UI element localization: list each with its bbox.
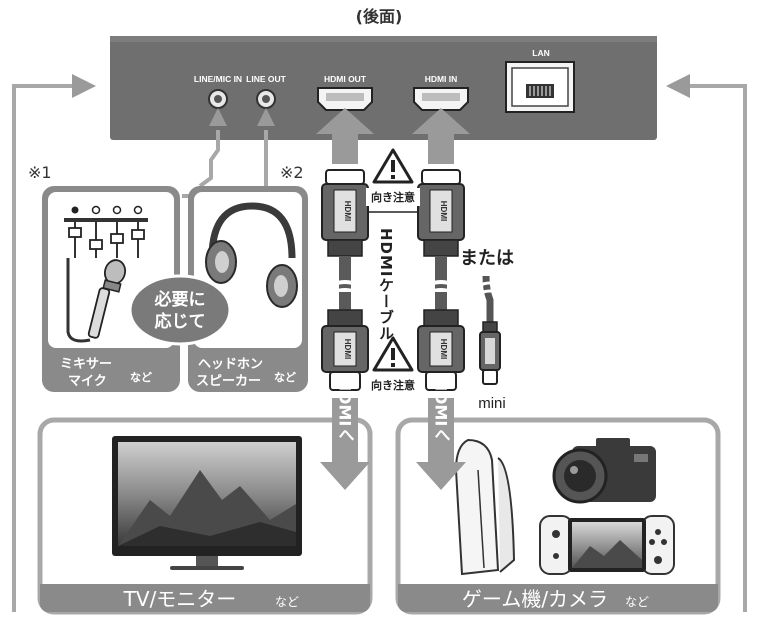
- caution-bottom: 向き注意: [366, 336, 420, 394]
- note-marker-1: ※1: [28, 163, 52, 182]
- hdmi-down-arrow-game: HDMIへ: [416, 378, 466, 490]
- lan-port: [505, 61, 575, 113]
- tv-icon: [112, 436, 302, 570]
- line-mic-in-jack: [208, 89, 228, 109]
- headphones-icon: [205, 202, 298, 308]
- tv-panel-label: TV/モニター: [123, 587, 237, 611]
- right-top-plug-tag: HDMI: [439, 201, 448, 221]
- headphone-speaker-card: ヘッドホン スピーカー など: [188, 186, 308, 392]
- right-bottom-plug-tag: HDMI: [439, 339, 448, 359]
- device-rear-panel: LINE/MIC IN LINE OUT HDMI OUT HDMI IN LA…: [110, 36, 657, 140]
- line-out-jack: [256, 89, 276, 109]
- port-label-line-out: LINE OUT: [246, 74, 286, 84]
- rear-view-title: (後面): [356, 7, 403, 26]
- left-loop-arrowhead: [72, 74, 96, 98]
- line-out-arrowhead: [257, 108, 275, 126]
- game-console-icon: [454, 438, 516, 576]
- note-marker-2: ※2: [280, 163, 304, 182]
- port-label-lan: LAN: [532, 48, 549, 58]
- mic-in-arrowhead: [209, 108, 227, 126]
- hdmi-in-up-arrow: [412, 108, 470, 164]
- mini-hdmi-cable: [477, 275, 503, 385]
- game-arrow-label: HDMIへ: [432, 378, 451, 443]
- outer-loop-lines: [12, 84, 747, 612]
- game-panel-label: ゲーム機/カメラ: [462, 587, 608, 611]
- left-top-plug-tag: HDMI: [343, 201, 352, 221]
- caution-top-label: 向き注意: [371, 190, 415, 204]
- port-label-line-mic-in: LINE/MIC IN: [194, 74, 242, 84]
- hdmi-cable-right: HDMI HDMI: [417, 169, 465, 391]
- mixer-card-suffix: など: [130, 371, 152, 384]
- mixer-card-label-line1: ミキサー: [60, 357, 112, 372]
- caution-bottom-label: 向き注意: [371, 378, 415, 392]
- headphone-card-label-line1: ヘッドホン: [198, 357, 263, 372]
- hdmi-out-port: [317, 87, 373, 111]
- game-camera-panel: ゲーム機/カメラ など: [395, 417, 721, 615]
- hdmi-out-up-arrow: [316, 108, 374, 164]
- mic-in-cable: [198, 130, 220, 188]
- tv-panel-suffix: など: [275, 595, 299, 609]
- port-label-hdmi-out: HDMI OUT: [324, 74, 367, 84]
- hdmi-cable-left: HDMI HDMI: [321, 169, 369, 391]
- tv-arrow-label: HDMIへ: [336, 378, 355, 443]
- left-bottom-plug-tag: HDMI: [343, 339, 352, 359]
- bubble-line1: 必要に: [154, 289, 206, 310]
- game-panel-suffix: など: [625, 595, 649, 609]
- mixer-card-label-line2: マイク: [68, 374, 107, 389]
- port-label-hdmi-in: HDMI IN: [425, 74, 458, 84]
- camera-icon: [552, 438, 656, 504]
- right-loop-arrowhead: [666, 74, 690, 98]
- or-label: または: [460, 248, 514, 269]
- microphone-icon: [87, 259, 127, 339]
- bubble-line2: 応じて: [155, 311, 206, 332]
- handheld-console-icon: [539, 515, 675, 575]
- as-needed-bubble: 必要に 応じて: [128, 274, 232, 346]
- hdmi-in-port: [413, 87, 469, 111]
- caution-top: 向き注意: [366, 148, 420, 206]
- headphone-card-label-line2: スピーカー: [196, 374, 261, 389]
- tv-monitor-panel: TV/モニター など: [37, 417, 373, 615]
- hdmi-cable-label: HDMIケーブル: [377, 228, 395, 342]
- headphone-card-suffix: など: [274, 371, 296, 384]
- mini-label: mini: [478, 395, 506, 412]
- mixer-icon: [64, 205, 148, 258]
- hdmi-down-arrow-tv: HDMIへ: [320, 378, 370, 490]
